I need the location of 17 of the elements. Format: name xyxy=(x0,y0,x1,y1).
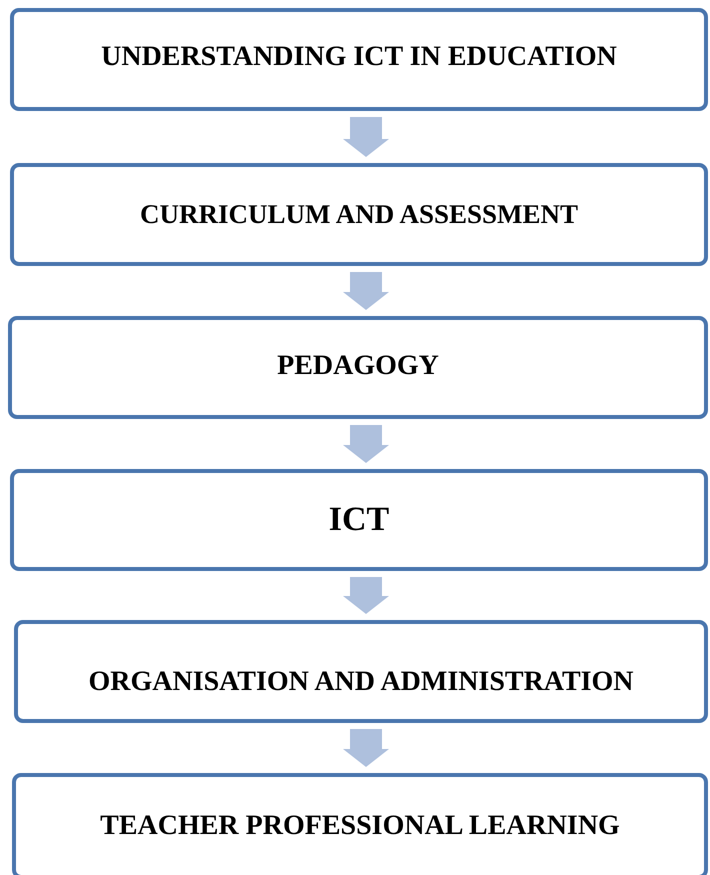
step-label: UNDERSTANDING ICT IN EDUCATION xyxy=(100,40,618,72)
step-label: TEACHER PROFESSIONAL LEARNING xyxy=(99,810,621,842)
step-label: PEDAGOGY xyxy=(276,350,440,382)
process-box xyxy=(10,163,708,266)
step-label: CURRICULUM AND ASSESSMENT xyxy=(138,199,580,230)
block-arrow xyxy=(343,577,389,614)
block-arrow xyxy=(343,272,389,310)
process-box xyxy=(14,620,708,723)
block-arrow xyxy=(343,425,389,463)
process-box xyxy=(12,773,708,875)
process-box xyxy=(10,469,708,571)
block-arrow xyxy=(343,729,389,767)
process-box xyxy=(8,316,708,419)
process-box xyxy=(10,8,708,111)
step-label: ICT xyxy=(328,501,390,539)
step-label: ORGANISATION AND ADMINISTRATION xyxy=(87,666,635,698)
block-arrow xyxy=(343,117,389,157)
